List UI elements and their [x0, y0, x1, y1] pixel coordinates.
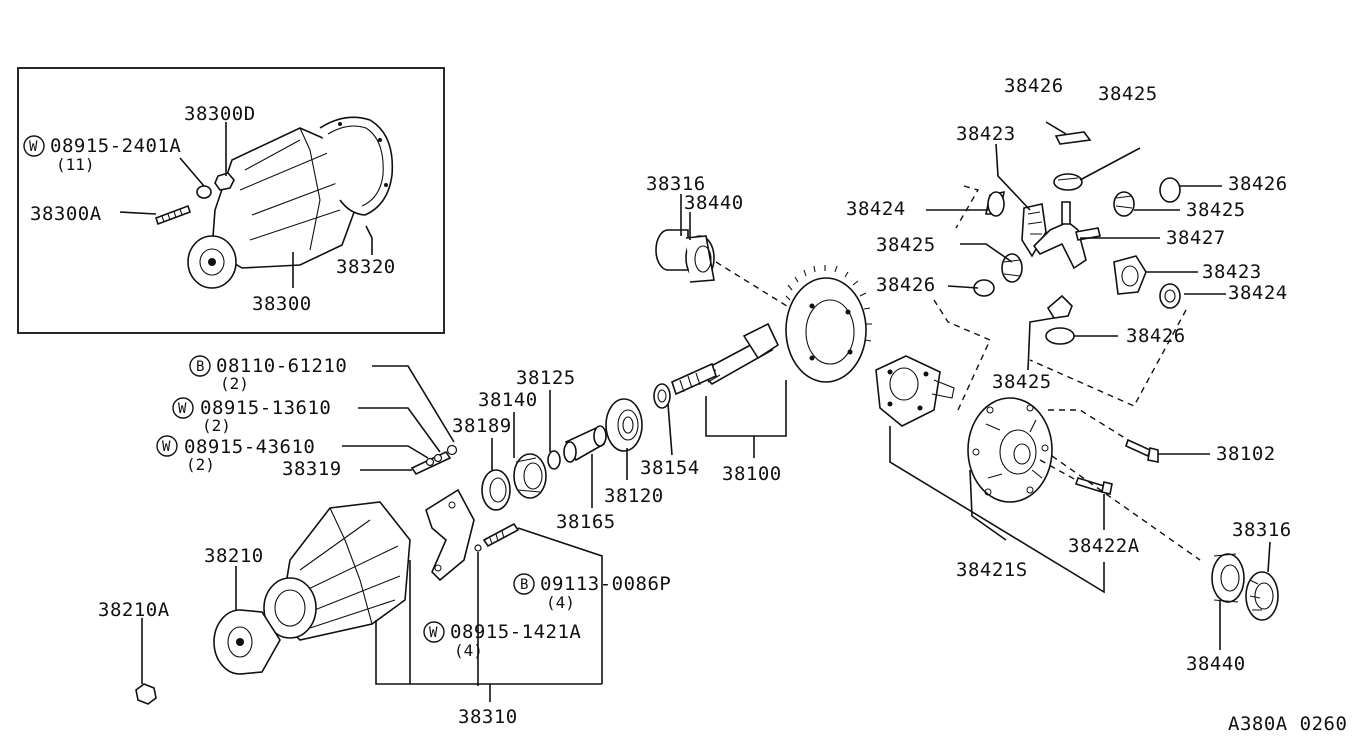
washer-symbol-icon [172, 397, 194, 419]
label-38100: 38100 [722, 463, 782, 485]
label-09113-0086P: 09113-0086P [540, 573, 671, 595]
label-38189: 38189 [452, 415, 512, 437]
label-38210: 38210 [204, 545, 264, 567]
pinion-bearing-38316-38440-drawing [655, 229, 715, 283]
label-38310: 38310 [458, 706, 518, 728]
diagram-code: A380A 0260 [1228, 713, 1347, 735]
prefix-08915-43610: W [162, 439, 171, 455]
bearing-38140-drawing [513, 453, 547, 499]
label-38423-a: 38423 [956, 123, 1016, 145]
qty-08915-1421A: (4) [454, 641, 483, 660]
label-38423-b: 38423 [1202, 261, 1262, 283]
label-38300: 38300 [252, 293, 312, 315]
diff-case-half-drawing [967, 397, 1053, 503]
carrier-housing-38310-drawing [263, 501, 411, 641]
label-38422A: 38422A [1068, 535, 1140, 557]
label-38421S: 38421S [956, 559, 1028, 581]
oil-seal-38189-drawing [481, 469, 511, 511]
qty-09113-0086P: (4) [546, 593, 575, 612]
label-38425-a: 38425 [1098, 83, 1158, 105]
prefix-08915-1421A: W [429, 625, 438, 641]
bolt-38102-drawing [1125, 438, 1159, 463]
label-38427: 38427 [1166, 227, 1226, 249]
companion-flange-38210-drawing [213, 609, 281, 675]
label-08915-43610: 08915-43610 [184, 436, 315, 458]
label-38316-bottom: 38316 [1232, 519, 1292, 541]
label-38210A: 38210A [98, 599, 170, 621]
label-38426-c: 38426 [876, 274, 936, 296]
nut-38210A-drawing [135, 683, 157, 705]
label-38102: 38102 [1216, 443, 1276, 465]
pin-38422A-drawing [1074, 477, 1113, 495]
label-38320: 38320 [336, 256, 396, 278]
prefix-08915-13610: W [178, 401, 187, 417]
label-38319: 38319 [282, 458, 342, 480]
label-38300D: 38300D [184, 103, 256, 125]
label-38425-b: 38425 [1186, 199, 1246, 221]
spacer-38154-drawing [653, 383, 671, 409]
qty-08915-43610: (2) [186, 455, 215, 474]
label-38140: 38140 [478, 389, 538, 411]
label-08915-2401A: 08915-2401A [50, 135, 181, 157]
bolt-symbol-icon [189, 355, 211, 377]
label-38426-b: 38426 [1228, 173, 1288, 195]
qty-08915-2401A: (11) [56, 155, 95, 174]
carrier-assembly-drawing [187, 116, 394, 289]
label-38165: 38165 [556, 511, 616, 533]
bolt-symbol-icon [513, 573, 535, 595]
label-38440-top: 38440 [684, 192, 744, 214]
side-race-38316-drawing [1245, 571, 1279, 621]
label-08110-61210: 08110-61210 [216, 355, 347, 377]
bearing-38120-drawing [605, 398, 643, 452]
bearing-cap-drawing [425, 488, 520, 582]
washer-nut-drawing [196, 172, 235, 199]
label-38154: 38154 [640, 457, 700, 479]
washer-symbol-icon [423, 621, 445, 643]
ring-gear-pinion-38100-drawing [671, 265, 872, 396]
washer-38125-drawing [547, 450, 561, 470]
label-38425-c: 38425 [876, 234, 936, 256]
spacer-38165-drawing [563, 425, 607, 463]
label-08915-13610: 08915-13610 [200, 397, 331, 419]
label-38125: 38125 [516, 367, 576, 389]
prefix-08915-2401A: W [29, 139, 38, 155]
bolt-washers-38319-drawing [410, 444, 458, 476]
label-38426-a: 38426 [1004, 75, 1064, 97]
qty-08110-61210: (2) [220, 374, 249, 393]
prefix-09113-0086P: B [520, 577, 528, 593]
label-38425-d: 38425 [992, 371, 1052, 393]
qty-08915-13610: (2) [202, 416, 231, 435]
label-38120: 38120 [604, 485, 664, 507]
label-38426-d: 38426 [1126, 325, 1186, 347]
label-38300A: 38300A [30, 203, 102, 225]
label-38316-top: 38316 [646, 173, 706, 195]
prefix-08110-61210: B [196, 359, 204, 375]
label-38440-bottom: 38440 [1186, 653, 1246, 675]
side-bearing-38440-drawing [1211, 553, 1245, 603]
washer-symbol-icon [156, 435, 178, 457]
label-08915-1421A: 08915-1421A [450, 621, 581, 643]
stud-38300A-drawing [154, 204, 192, 226]
pinion-mate-gears-drawing [973, 131, 1181, 345]
diff-case-38421S-drawing [875, 355, 955, 427]
inset-assembly-box: 38300D W 08915-2401A (11) 38300A 38320 3… [17, 67, 445, 334]
label-38424-b: 38424 [1228, 282, 1288, 304]
washer-symbol-icon [23, 135, 45, 157]
label-38424-a: 38424 [846, 198, 906, 220]
